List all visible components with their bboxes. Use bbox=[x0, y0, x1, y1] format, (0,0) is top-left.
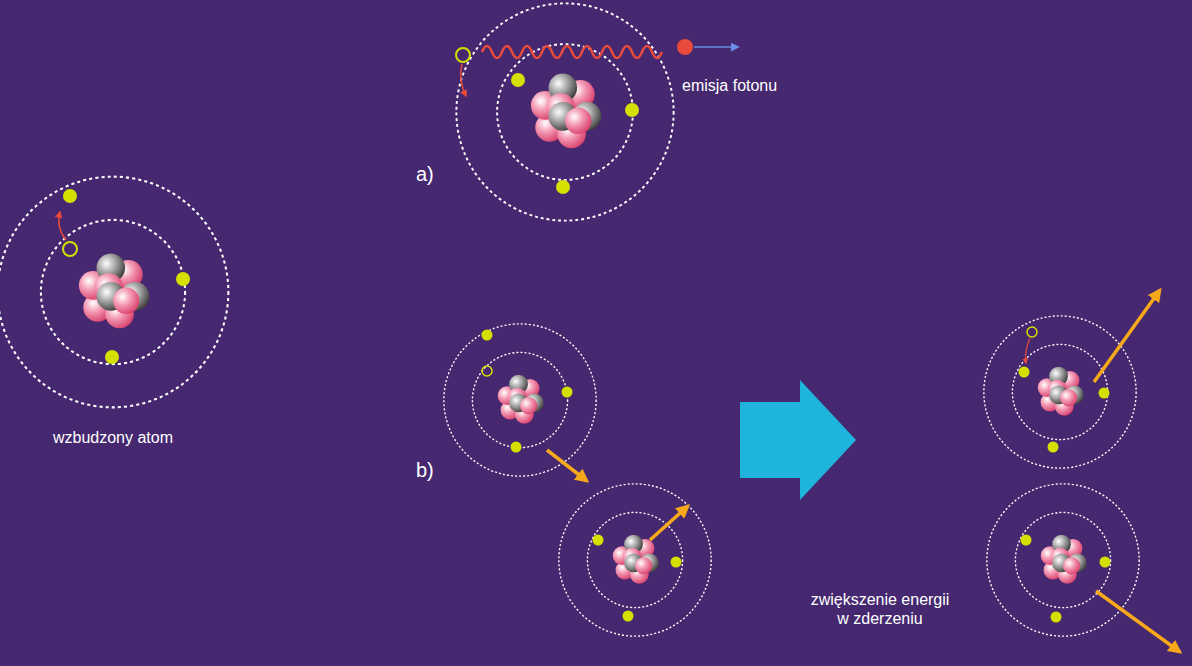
part-letter: a) bbox=[416, 162, 434, 186]
photon bbox=[677, 39, 693, 55]
colliding-atoms bbox=[444, 324, 711, 636]
part-letter: b) bbox=[416, 458, 434, 482]
photon-wave bbox=[482, 46, 662, 58]
emitting-atom bbox=[456, 3, 738, 220]
excited-atom bbox=[0, 177, 228, 408]
caption-label: wzbudzony atom bbox=[53, 428, 173, 447]
process-arrow bbox=[740, 380, 856, 500]
caption-label: emisja fotonu bbox=[682, 76, 777, 95]
atoms-after-collision bbox=[984, 290, 1180, 652]
caption-label: zwiększenie energii w zderzeniu bbox=[805, 590, 955, 628]
